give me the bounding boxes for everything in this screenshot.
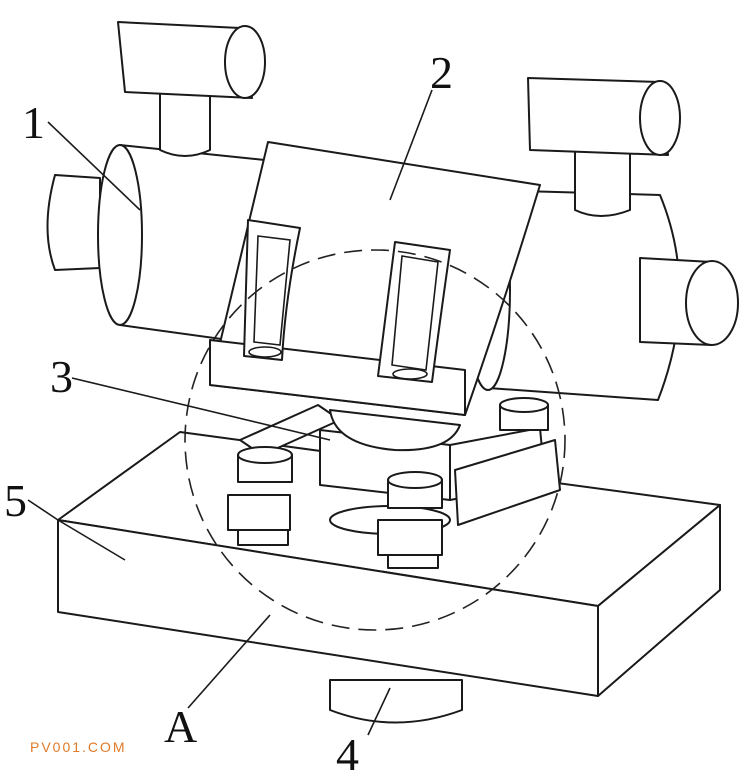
watermark-text: PV001.COM bbox=[30, 739, 127, 755]
label-3: 3 bbox=[50, 351, 73, 402]
slot-right bbox=[377, 241, 451, 383]
right-handle bbox=[527, 77, 681, 217]
bottom-stub bbox=[329, 679, 463, 724]
left-cylinder bbox=[46, 144, 266, 346]
label-4: 4 bbox=[336, 729, 359, 776]
leader-lines bbox=[27, 89, 433, 736]
nut-front-left bbox=[227, 446, 293, 546]
slot-left bbox=[243, 219, 301, 361]
label-5: 5 bbox=[4, 475, 27, 526]
label-2: 2 bbox=[430, 47, 453, 98]
nut-front-right bbox=[377, 471, 443, 569]
left-handle bbox=[117, 21, 266, 157]
label-a: A bbox=[164, 701, 197, 752]
detail-circle-a bbox=[184, 249, 566, 631]
label-1: 1 bbox=[22, 97, 45, 148]
nut-back-right bbox=[499, 397, 549, 431]
